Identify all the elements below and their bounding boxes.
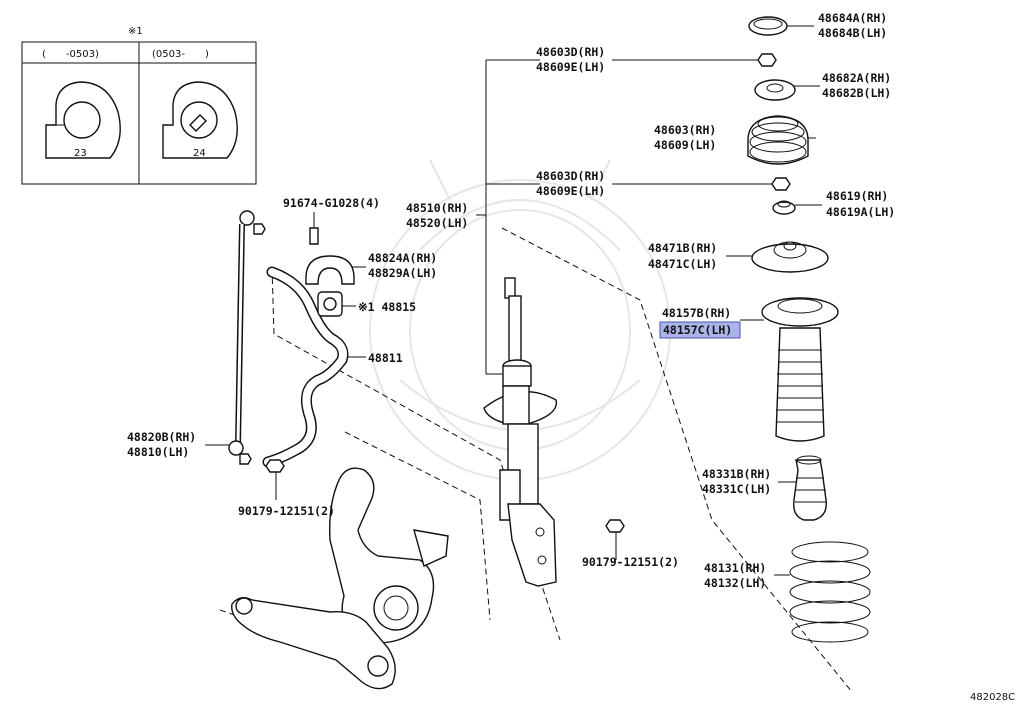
- stabilizer-link: [228, 210, 266, 465]
- spring-seat-upper: [751, 241, 829, 273]
- bump-stopper: [793, 455, 827, 521]
- label-48520: 48520(LH): [406, 216, 468, 230]
- label-48810: 48810(LH): [127, 445, 189, 459]
- lower-arm: [231, 597, 396, 690]
- part-labels: 48684A(RH) 48684B(LH) 48603D(RH) 48609E(…: [127, 11, 1015, 703]
- label-48682B: 48682B(LH): [822, 86, 891, 100]
- coil-spring: [789, 541, 871, 643]
- inset-item-left-num: 23: [74, 148, 87, 159]
- label-48609: 48609(LH): [654, 138, 716, 152]
- inset-item-right-num: 24: [193, 148, 206, 159]
- label-48824A: 48824A(RH): [368, 251, 437, 265]
- label-48619: 48619(RH): [826, 189, 888, 203]
- label-48609E-top: 48609E(LH): [536, 60, 605, 74]
- spring-bumper-boot: [761, 297, 839, 442]
- label-48829A: 48829A(LH): [368, 266, 437, 280]
- label-48331B: 48331B(RH): [702, 467, 771, 481]
- inset-col-left-label: ( -0503): [42, 49, 99, 60]
- bushing-left: [45, 81, 121, 159]
- upper-support: [747, 115, 809, 165]
- inset-note-symbol: ※1: [128, 26, 143, 37]
- leader-lines: [205, 25, 822, 576]
- label-48471B: 48471B(RH): [648, 241, 717, 255]
- label-48603D-top: 48603D(RH): [536, 45, 605, 59]
- label-48820B: 48820B(RH): [127, 430, 196, 444]
- label-48157B: 48157B(RH): [662, 306, 731, 320]
- inset-box: ※1 ( -0503) (0503- ) 23 24: [21, 26, 257, 185]
- label-90179-right: 90179-12151(2): [582, 555, 679, 569]
- shock-absorber: [483, 277, 558, 587]
- nut-middle: [771, 177, 791, 191]
- link-nut: [265, 459, 285, 473]
- diagram-id: 482028C: [970, 692, 1015, 703]
- label-48603D-mid: 48603D(RH): [536, 169, 605, 183]
- stabilizer-bar: [262, 266, 349, 468]
- label-48603: 48603(RH): [654, 123, 716, 137]
- highlight-48157C: [659, 321, 741, 339]
- label-48331C: 48331C(LH): [702, 482, 771, 496]
- label-90179-left: 90179-12151(2): [238, 504, 335, 518]
- washer-plate: [754, 79, 796, 101]
- stabilizer-bushing: [317, 291, 343, 317]
- label-48811: 48811: [368, 351, 403, 365]
- bushing-bracket: [305, 227, 355, 285]
- label-48684A: 48684A(RH): [818, 11, 887, 25]
- dust-cap: [748, 16, 788, 36]
- label-48510: 48510(RH): [406, 201, 468, 215]
- bound-stopper-small: [772, 200, 796, 215]
- label-48471C: 48471C(LH): [648, 257, 717, 271]
- label-48157C[interactable]: 48157C(LH): [663, 323, 732, 337]
- steering-knuckle: [329, 467, 449, 644]
- label-48131: 48131(RH): [704, 561, 766, 575]
- label-48132: 48132(LH): [704, 576, 766, 590]
- strut-nut: [605, 519, 625, 533]
- label-91674: 91674-G1028(4): [283, 196, 380, 210]
- label-48815: ※1 48815: [358, 300, 416, 314]
- label-48682A: 48682A(RH): [822, 71, 891, 85]
- nut-upper: [757, 53, 777, 67]
- label-48619A: 48619A(LH): [826, 205, 895, 219]
- inset-col-right-label: (0503- ): [152, 49, 209, 60]
- bushing-right: [162, 81, 238, 159]
- label-48684B: 48684B(LH): [818, 26, 887, 40]
- label-48609E-mid: 48609E(LH): [536, 184, 605, 198]
